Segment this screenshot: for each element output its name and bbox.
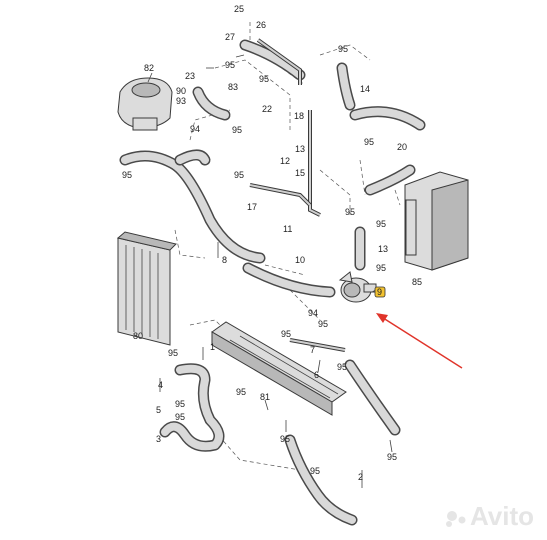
callout-2: 2 <box>358 472 363 482</box>
callout-22: 22 <box>262 104 272 114</box>
callout-95p: 95 <box>175 399 185 409</box>
callout-13b: 13 <box>378 244 388 254</box>
auxiliary-coolant-pump <box>338 271 377 303</box>
callout-95e: 95 <box>122 170 132 180</box>
callout-8: 8 <box>222 255 227 265</box>
callout-17: 17 <box>247 202 257 212</box>
callout-95a: 95 <box>225 60 235 70</box>
auxiliary-radiator <box>211 321 347 416</box>
callout-81: 81 <box>260 392 270 402</box>
expansion-tank <box>117 77 173 131</box>
callout-83: 83 <box>228 82 238 92</box>
avito-watermark: Avito <box>446 501 534 531</box>
coolant-pipes <box>249 38 346 352</box>
callout-6: 6 <box>314 370 319 380</box>
callout-15: 15 <box>295 168 305 178</box>
callout-94a: 94 <box>190 124 200 134</box>
callout-18: 18 <box>294 111 304 121</box>
callout-95s: 95 <box>387 452 397 462</box>
callout-85: 85 <box>412 277 422 287</box>
callout-10: 10 <box>295 255 305 265</box>
callout-23: 23 <box>185 71 195 81</box>
callout-12: 12 <box>280 156 290 166</box>
callout-95f: 95 <box>364 137 374 147</box>
callout-95r: 95 <box>280 434 290 444</box>
callout-95j: 95 <box>376 263 386 273</box>
callout-25: 25 <box>234 4 244 14</box>
callout-95q: 95 <box>175 412 185 422</box>
callout-80: 80 <box>133 331 143 341</box>
radiator <box>116 231 177 346</box>
callout-95d: 95 <box>232 125 242 135</box>
callout-95b: 95 <box>259 74 269 84</box>
highlight-callout-9 <box>374 286 386 298</box>
callout-27: 27 <box>225 32 235 42</box>
callout-4: 4 <box>158 380 163 390</box>
callout-94b: 94 <box>308 308 318 318</box>
leader-lines <box>147 54 393 488</box>
callout-1: 1 <box>210 342 215 352</box>
callout-7: 7 <box>310 345 315 355</box>
callout-90: 90 <box>176 86 186 96</box>
callout-11: 11 <box>283 224 292 234</box>
callout-20: 20 <box>397 142 407 152</box>
callout-3: 3 <box>156 434 161 444</box>
callout-14: 14 <box>360 84 370 94</box>
watermark-text: Avito <box>470 501 534 531</box>
callout-95k: 95 <box>281 329 291 339</box>
callout-95t: 95 <box>310 466 320 476</box>
callout-82: 82 <box>144 63 154 73</box>
callout-95l: 95 <box>318 319 328 329</box>
callout-95o: 95 <box>236 387 246 397</box>
coolant-hoses <box>119 39 426 526</box>
callout-95n: 95 <box>337 362 347 372</box>
callout-95i: 95 <box>376 219 386 229</box>
callout-95c: 95 <box>338 44 348 54</box>
heater-box <box>404 171 469 271</box>
callout-9: 9 <box>377 287 382 297</box>
callout-labels: 25 26 27 95 82 23 95 95 90 83 93 22 94 9… <box>122 4 422 482</box>
callout-95h: 95 <box>345 207 355 217</box>
callout-5: 5 <box>156 405 161 415</box>
callout-95g: 95 <box>234 170 244 180</box>
pointer-arrow <box>376 313 463 369</box>
callout-13: 13 <box>295 144 305 154</box>
callout-26: 26 <box>256 20 266 30</box>
callout-95m: 95 <box>168 348 178 358</box>
callout-93: 93 <box>176 96 186 106</box>
